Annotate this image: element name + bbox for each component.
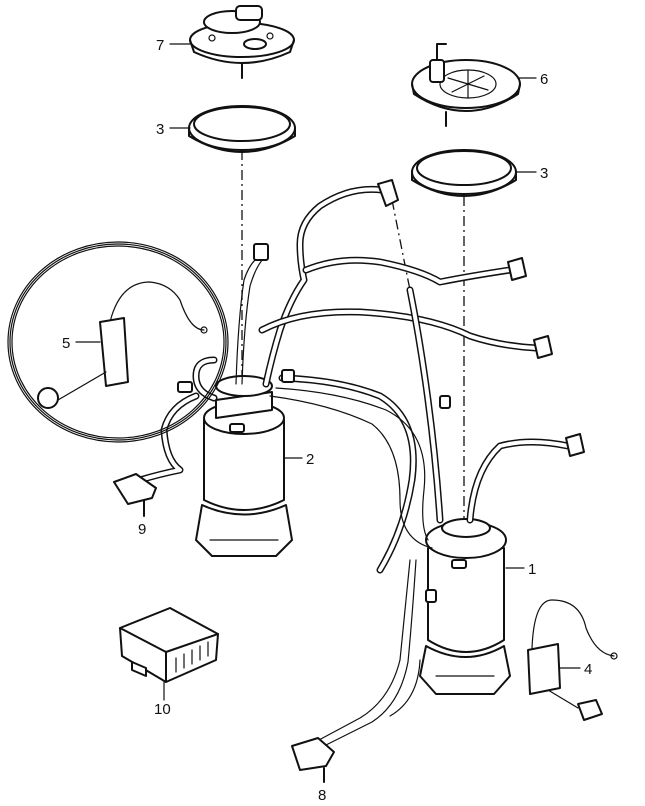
hose-connectors xyxy=(177,179,585,603)
assembly-axis-lines xyxy=(241,150,465,520)
control-module-part-10 xyxy=(119,607,219,683)
seal-ring-part-3-left xyxy=(188,105,296,153)
fuel-lines xyxy=(136,185,572,753)
callout-5: 5 xyxy=(62,335,70,352)
level-sensor-part-5 xyxy=(37,281,208,409)
level-sensor-part-4 xyxy=(527,599,618,721)
connector-part-8 xyxy=(291,737,335,783)
callout-1: 1 xyxy=(528,561,536,578)
fuel-pump-part-2 xyxy=(195,375,293,557)
callout-3-right: 3 xyxy=(540,165,548,182)
callout-2: 2 xyxy=(306,451,314,468)
callout-3-left: 3 xyxy=(156,121,164,138)
callout-4: 4 xyxy=(584,661,592,678)
callout-6: 6 xyxy=(540,71,548,88)
seal-ring-part-3-right xyxy=(411,149,517,197)
leader-lines xyxy=(75,43,581,701)
detail-circle xyxy=(7,241,229,443)
callout-8: 8 xyxy=(318,787,326,804)
flange-part-6 xyxy=(411,43,521,127)
fuel-pump-part-1 xyxy=(419,518,511,695)
callout-labels: 7 3 6 3 5 2 9 1 4 10 8 xyxy=(62,37,592,804)
callout-7: 7 xyxy=(156,37,164,54)
callout-9: 9 xyxy=(138,521,146,538)
connector-part-9 xyxy=(113,473,157,517)
callout-10: 10 xyxy=(154,701,171,718)
flange-part-7 xyxy=(189,5,295,79)
